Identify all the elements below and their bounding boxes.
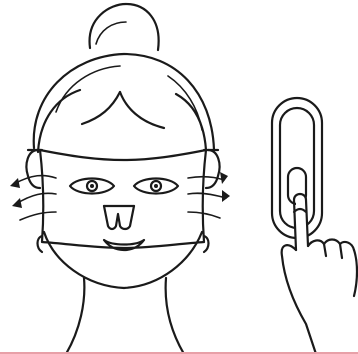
nose-icon bbox=[104, 206, 134, 229]
arrow-icon bbox=[188, 172, 230, 218]
arrow-icon bbox=[10, 176, 56, 220]
face-icon bbox=[34, 54, 214, 354]
hand-icon bbox=[282, 194, 358, 354]
mask-icon bbox=[28, 150, 218, 248]
eye-icon bbox=[70, 179, 178, 194]
hair-bun-icon bbox=[90, 4, 159, 50]
ear-icon bbox=[26, 150, 219, 252]
